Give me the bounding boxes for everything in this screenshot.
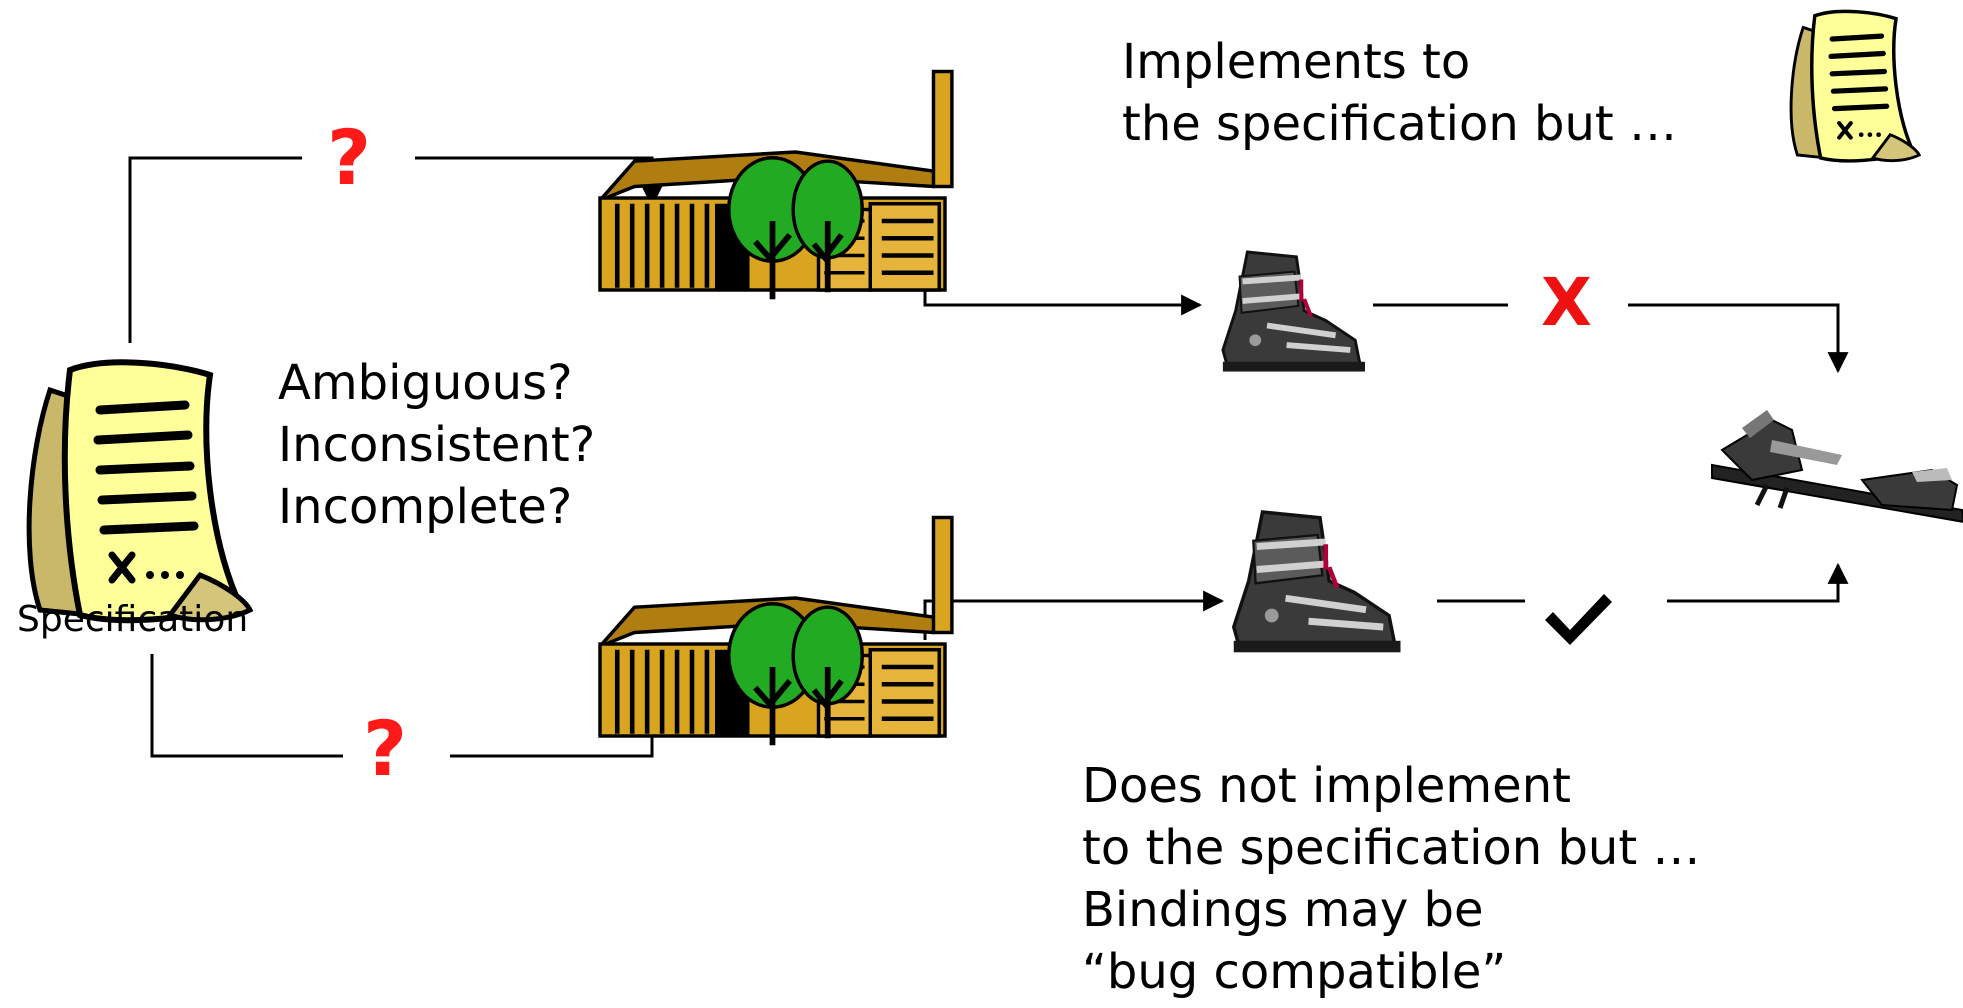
fail-mark: X [1541, 264, 1592, 341]
top-note-line-1: Implements to [1122, 34, 1471, 90]
top-path-left [128, 156, 302, 343]
specification-document-icon [29, 362, 250, 620]
factory-top-icon [600, 72, 952, 300]
top-path-right [415, 156, 663, 208]
top-note: Implements to the specification but … [1122, 31, 1677, 155]
bottom-note-line-2: to the specification but … [1082, 820, 1701, 876]
bottom-path-left [150, 654, 343, 758]
check-icon [1545, 594, 1612, 645]
small-document-icon [1791, 11, 1919, 161]
factory-bottom-icon [600, 518, 952, 746]
factory-to-boot-top [923, 268, 1203, 316]
bottom-note-line-4: “bug compatible” [1082, 944, 1507, 1000]
ski-binding-icon [1711, 410, 1963, 523]
spec-questions: Ambiguous? Inconsistent? Incomplete? [278, 352, 595, 538]
question-inconsistent: Inconsistent? [278, 417, 596, 473]
bottom-note-line-1: Does not implement [1082, 758, 1571, 814]
ski-boot-bottom-icon [1234, 512, 1401, 652]
check-to-binding [1667, 562, 1849, 603]
question-ambiguous: Ambiguous? [278, 355, 573, 411]
factory-to-boot-bottom [923, 590, 1225, 640]
question-incomplete: Incomplete? [278, 479, 573, 535]
top-question-mark: ? [327, 113, 372, 202]
fail-to-binding [1628, 303, 1849, 374]
bottom-note: Does not implement to the specification … [1082, 755, 1700, 1003]
bottom-note-line-3: Bindings may be [1082, 882, 1484, 938]
bottom-question-mark: ? [363, 704, 408, 793]
top-note-line-2: the specification but … [1122, 96, 1677, 152]
specification-label: Specification [17, 599, 249, 640]
ski-boot-top-icon [1223, 252, 1365, 372]
